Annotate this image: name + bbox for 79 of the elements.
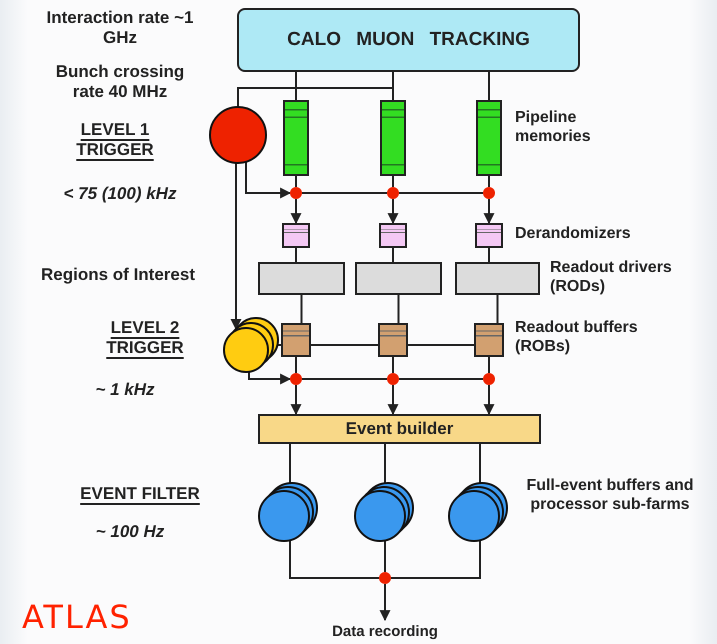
arrow [230,162,242,330]
connector-line [479,444,481,484]
trigger-stack [222,316,280,374]
derandomizer-box [379,223,407,248]
memory-bar [380,100,406,176]
junction-dot [385,185,401,201]
connector-line [237,72,394,107]
row-label: Derandomizers [515,224,632,244]
junction-dot [481,371,497,387]
connector-line [399,192,483,194]
memory-bar [283,100,309,176]
junction-dot [481,185,497,201]
readout-driver-box [258,262,345,295]
arrow [290,385,302,416]
connector-line [392,176,394,187]
event-builder-box: Event builder [258,414,541,444]
connector-line [392,248,394,262]
output-label: Data recording [300,620,470,642]
connector-line [391,540,481,579]
connector-line [289,444,291,484]
connector-line [496,295,498,323]
connector-line [295,357,297,373]
buffer-box [378,323,408,357]
connector-line [302,192,387,194]
arrow [388,199,398,224]
derandomizer-box [282,223,310,248]
processor-stack [353,481,415,543]
arrow [484,385,494,416]
connector-line [311,344,378,346]
connector-line [302,378,387,380]
connector-line [300,295,302,323]
row-label: Readout drivers (RODs) [550,258,673,296]
buffer-box [281,323,311,357]
arrow [290,199,302,224]
rate-note: < 75 (100) kHz [62,184,178,204]
junction-dot [385,371,401,387]
connector-line [289,540,379,579]
connector-line [488,248,490,262]
row-label: Full-event buffers and processor sub-farms [525,476,695,514]
connector-line [384,444,386,484]
readout-driver-box [355,262,442,295]
derandomizer-box [475,223,503,248]
connector-line [488,72,490,100]
processor-stack [257,481,319,543]
readout-driver-box [455,262,540,295]
rate-note: ~ 1 kHz [94,380,156,400]
stage-heading: LEVEL 2 TRIGGER [105,318,185,359]
arrow [484,199,494,224]
connector-line [295,176,297,187]
processor-stack [447,481,509,543]
junction-dot [288,185,304,201]
rate-note: ~ 100 Hz [94,522,166,542]
rate-note: Interaction rate ~1 GHz [46,8,194,49]
connector-line [408,344,474,346]
row-label: Pipeline memories [515,108,592,146]
arrow [245,162,292,198]
junction-dot [288,371,304,387]
connector-line [295,248,297,262]
connector-line [392,357,394,373]
arrow [248,372,292,384]
stage-heading: LEVEL 1 TRIGGER [75,120,155,161]
row-label: Readout buffers (ROBs) [515,318,639,356]
trigger-circle [208,105,268,165]
connector-line [295,72,297,100]
connector-line [488,176,490,187]
junction-dot [377,570,393,586]
connector-line [384,540,386,572]
arrow [380,584,390,622]
connector-line [399,378,483,380]
rate-note: Bunch crossing rate 40 MHz [54,62,186,103]
buffer-box [474,323,504,357]
memory-bar [476,100,502,176]
stage-heading: EVENT FILTER [79,484,201,504]
stage-note: Regions of Interest [40,265,196,286]
connector-line [398,295,400,323]
connector-line [488,357,490,373]
detector-box: CALO MUON TRACKING [237,8,580,72]
arrow [388,385,398,416]
experiment-name: ATLAS [22,598,132,636]
